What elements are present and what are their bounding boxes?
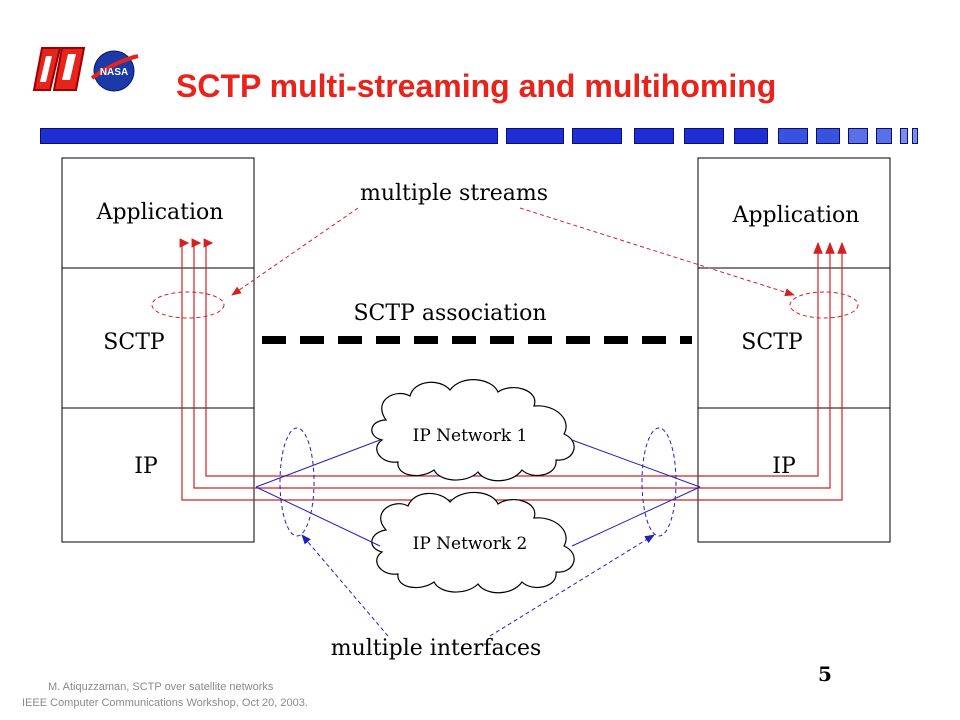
title-bar-segment (40, 128, 498, 144)
title-bar-segment (876, 128, 892, 144)
title-bar-segment (572, 128, 622, 144)
footer-venue: IEEE Computer Communications Workshop, O… (22, 697, 308, 709)
svg-text:NASA: NASA (100, 67, 128, 78)
sctp-association-label: SCTP association (353, 301, 546, 326)
ip-network-1-cloud: IP Network 1 (371, 379, 575, 482)
left-stack: Application SCTP IP (61, 157, 255, 543)
title-bar-segment (816, 128, 840, 144)
left-interfaces-ellipse (279, 427, 315, 537)
ip-network-2-cloud: IP Network 2 (371, 491, 575, 594)
right-ip-layer (697, 407, 891, 543)
right-sctp-label: SCTP (741, 330, 803, 355)
title-bar-segment (634, 128, 674, 144)
interfaces-arrow-left (301, 534, 389, 637)
title-bar-segment (734, 128, 768, 144)
slide-title: SCTP multi-streaming and multihoming (176, 68, 777, 104)
ip-network-2-label: IP Network 2 (413, 534, 528, 554)
page-number: 5 (818, 662, 832, 686)
link-right-network-2 (571, 486, 701, 547)
left-sctp-label: SCTP (103, 330, 165, 355)
right-interfaces-ellipse (641, 427, 677, 537)
link-left-network-1 (255, 439, 381, 488)
title-bar-segment (778, 128, 808, 144)
right-streams-ellipse (789, 291, 859, 319)
nasa-logo: NASA (90, 50, 139, 92)
ip-network-1-label: IP Network 1 (413, 426, 528, 446)
network-links (255, 439, 701, 547)
title-bar-segment (684, 128, 724, 144)
streams-arrow-left (231, 207, 359, 296)
left-application-label: Application (96, 200, 224, 225)
title-bar-segment (912, 128, 918, 144)
left-ip-layer (61, 407, 255, 543)
link-right-network-1 (571, 439, 701, 488)
link-left-network-2 (255, 486, 381, 547)
right-ip-label: IP (772, 454, 796, 479)
ou-logo (32, 47, 86, 91)
streams-arrow-right (519, 207, 795, 297)
multiple-streams-label: multiple streams (360, 181, 548, 206)
right-stack: Application SCTP IP (697, 157, 891, 543)
left-ip-label: IP (134, 454, 158, 479)
title-bar-segment (900, 128, 908, 144)
stream-path-2 (191, 238, 835, 489)
title-bar-segment (848, 128, 868, 144)
right-application-label: Application (732, 203, 860, 228)
left-streams-ellipse (151, 291, 225, 319)
footer-author: M. Atiquzzaman, SCTP over satellite netw… (48, 681, 274, 693)
multiple-interfaces-label: multiple interfaces (331, 636, 542, 661)
title-bar-segment (506, 128, 564, 144)
left-sctp-layer (61, 267, 255, 409)
